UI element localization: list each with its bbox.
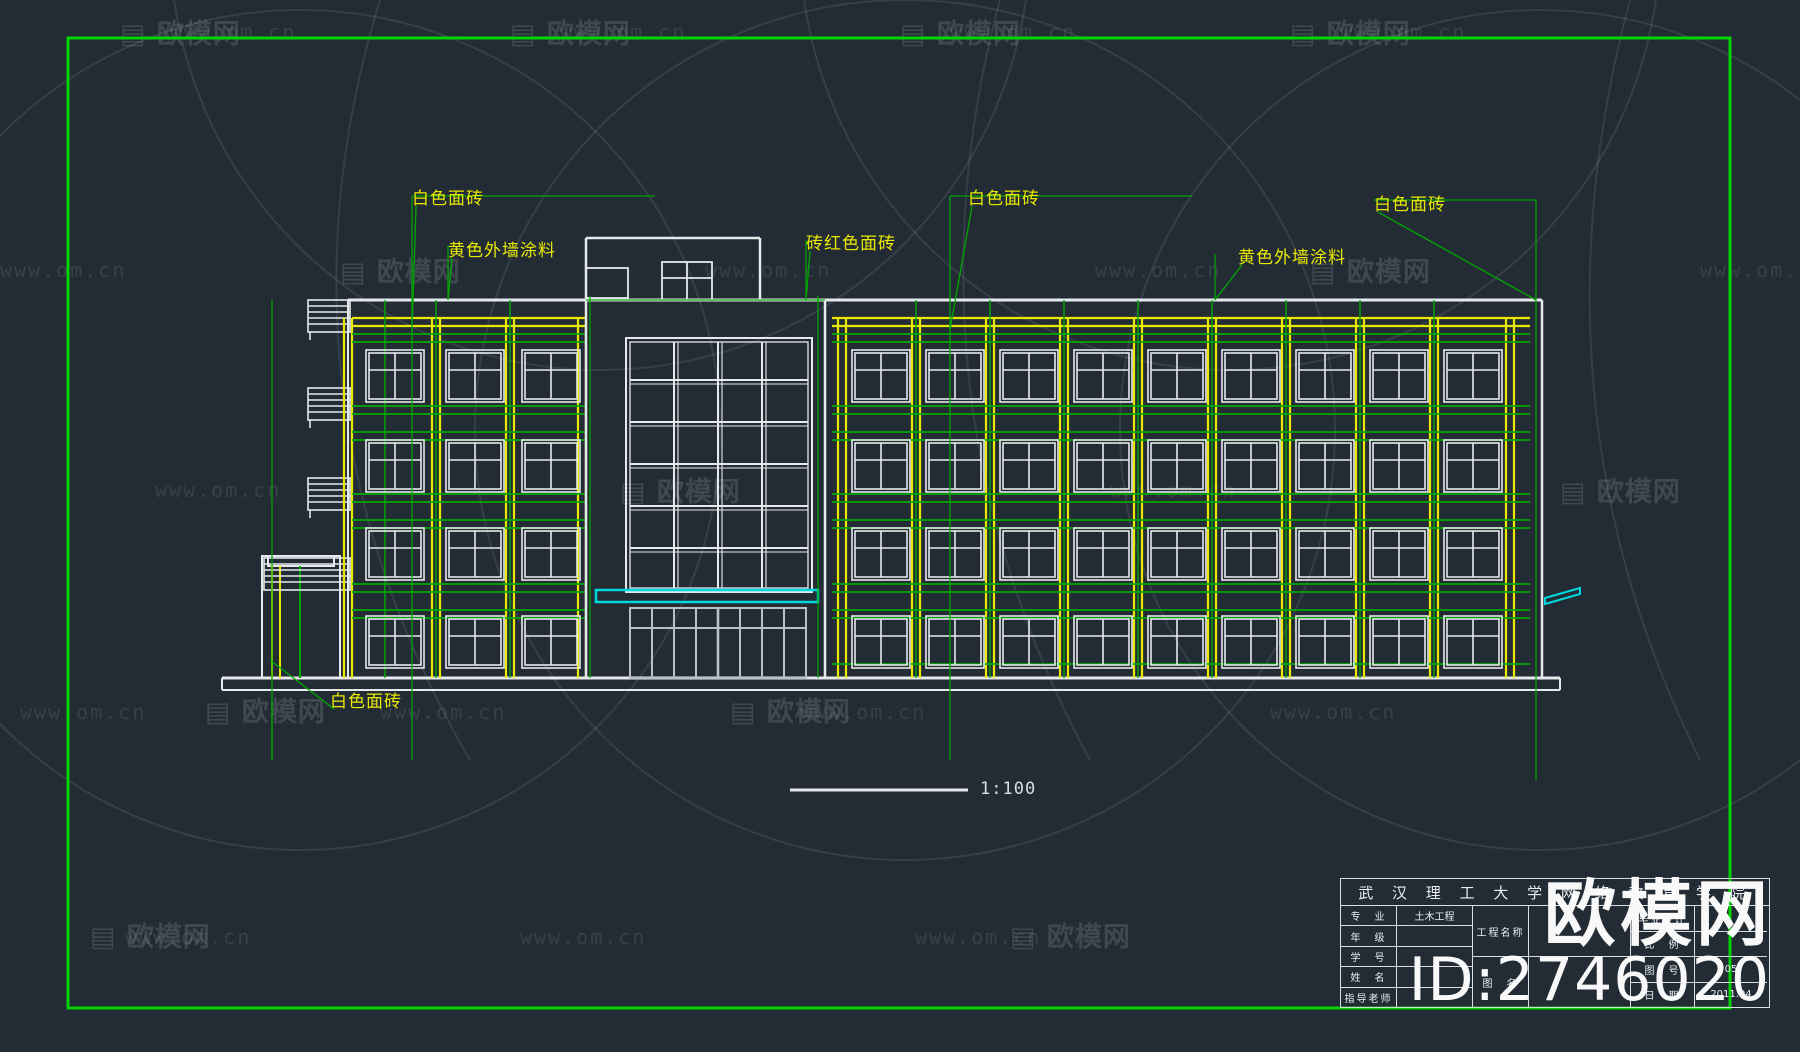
window [1443, 615, 1503, 669]
titleblock-right-label: 毕业设计 [1631, 906, 1695, 931]
right-wing-facade [825, 298, 1544, 678]
window [1369, 349, 1429, 403]
window [999, 349, 1059, 403]
titleblock-mid-row: 图 名 [1473, 957, 1630, 1007]
titleblock-mid-label: 图 名 [1473, 957, 1529, 1007]
titleblock-left-label: 学 号 [1341, 946, 1397, 967]
leader-line [949, 205, 973, 331]
titleblock-left-row: 年 级 [1341, 926, 1472, 947]
window [1295, 527, 1355, 581]
window [1443, 439, 1503, 493]
titleblock-left-label: 专 业 [1341, 906, 1397, 926]
window [1295, 615, 1355, 669]
title-block-institution: 武 汉 理 工 大 学 网 络 教 育 学 院 [1341, 879, 1769, 906]
annotation-a5: 黄色外墙涂料 [1238, 248, 1346, 268]
window [925, 527, 985, 581]
left-wing-windows [365, 349, 581, 669]
window [851, 439, 911, 493]
leader-line [269, 659, 335, 710]
titleblock-left-row: 学 号 [1341, 946, 1472, 968]
titleblock-right-label: 日 期 [1631, 982, 1695, 1007]
window [1221, 615, 1281, 669]
leader-line [447, 257, 453, 301]
titleblock-left-row: 指导老师 [1341, 987, 1472, 1008]
titleblock-right-row: 图 号 05 [1631, 957, 1767, 983]
curtain-wall-grid [625, 337, 813, 593]
window [1073, 615, 1133, 669]
title-block-left-column: 专 业 土木工程年 级学 号姓 名指导老师 [1341, 906, 1473, 1008]
site-brand-watermark: 欧模网 [1543, 872, 1772, 956]
titleblock-right-value[interactable]: 2011.04 [1710, 989, 1752, 1001]
titleblock-left-value[interactable]: 土木工程 [1414, 912, 1455, 924]
construction-lines [271, 195, 1537, 780]
window [851, 349, 911, 403]
title-block[interactable]: 武 汉 理 工 大 学 网 络 教 育 学 院 专 业 土木工程年 级学 号姓 名… [1340, 878, 1770, 1008]
ground-line [221, 676, 1561, 691]
window [999, 615, 1059, 669]
model-id-watermark: ID:2746020 [1408, 945, 1770, 1015]
annotation-a6: 白色面砖 [1374, 195, 1446, 215]
window [1221, 349, 1281, 403]
titleblock-left-label: 指导老师 [1341, 987, 1397, 1008]
window [1221, 527, 1281, 581]
titleblock-mid-row: 工程名称 [1473, 906, 1630, 957]
entrance-doors [629, 607, 807, 679]
right-side-canopy [1544, 586, 1581, 606]
titleblock-left-label: 年 级 [1341, 926, 1397, 946]
titleblock-left-row: 姓 名 [1341, 967, 1472, 988]
annotation-a4: 白色面砖 [968, 189, 1040, 209]
window [925, 615, 985, 669]
window [1295, 349, 1355, 403]
titleblock-right-value[interactable]: 05 [1724, 963, 1738, 975]
title-block-right-column: 毕业设计比 例图 号 05 日 期 2011.04 [1631, 906, 1767, 1007]
right-wing-windows [851, 349, 1503, 669]
window [1073, 349, 1133, 403]
window [1147, 439, 1207, 493]
title-block-mid-column: 工程名称图 名 [1473, 906, 1631, 1007]
titleblock-right-label: 图 号 [1631, 957, 1695, 982]
annotation-a7: 白色面砖 [330, 692, 402, 712]
titleblock-right-row: 比 例 [1631, 931, 1767, 957]
window [1369, 439, 1429, 493]
window [1073, 527, 1133, 581]
titleblock-right-row: 毕业设计 [1631, 906, 1767, 932]
window [1369, 615, 1429, 669]
window [1369, 527, 1429, 581]
titleblock-mid-label: 工程名称 [1473, 906, 1529, 956]
window [1443, 527, 1503, 581]
window [1443, 349, 1503, 403]
leader-line [411, 205, 417, 333]
annotation-a2: 黄色外墙涂料 [448, 241, 556, 261]
window [1147, 615, 1207, 669]
window [925, 349, 985, 403]
leader-line [1214, 264, 1243, 301]
leader-line [1377, 211, 1537, 301]
leader-line [805, 250, 811, 301]
window [851, 527, 911, 581]
titleblock-left-row: 专 业 土木工程 [1341, 906, 1472, 927]
annotation-a1: 白色面砖 [412, 189, 484, 209]
annotation-a3: 砖红色面砖 [806, 234, 896, 254]
window [1073, 439, 1133, 493]
titleblock-left-label: 姓 名 [1341, 967, 1397, 987]
window [925, 439, 985, 493]
window [999, 439, 1059, 493]
titleblock-right-label: 比 例 [1631, 931, 1695, 956]
window [851, 615, 911, 669]
window [1147, 527, 1207, 581]
window [1221, 439, 1281, 493]
window [999, 527, 1059, 581]
window [1295, 439, 1355, 493]
titleblock-right-row: 日 期 2011.04 [1631, 982, 1767, 1007]
scale-label: 1:100 [980, 779, 1037, 799]
window [1147, 349, 1207, 403]
